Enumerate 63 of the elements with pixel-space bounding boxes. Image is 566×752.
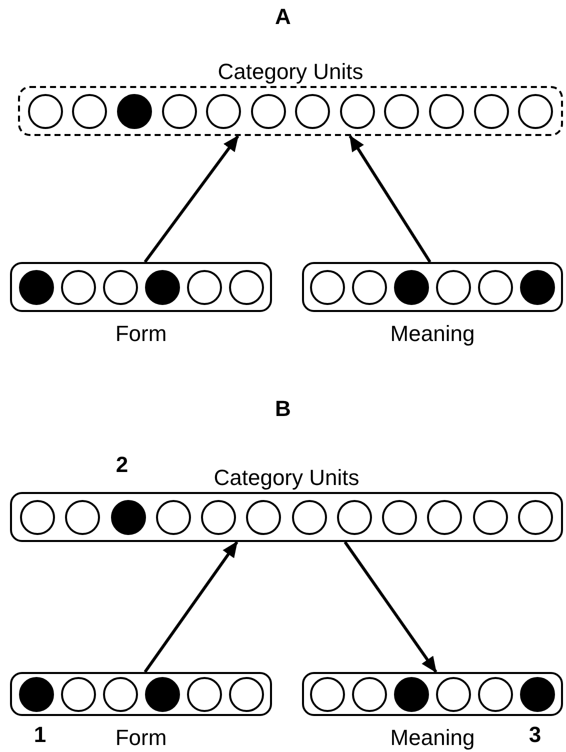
unit-circle <box>201 500 236 534</box>
unit-circle <box>295 94 330 128</box>
filled-unit-circle <box>520 270 555 304</box>
filled-unit-circle <box>18 676 54 712</box>
filled-unit-circle <box>394 676 430 712</box>
arrow <box>344 541 438 673</box>
unit-circle <box>20 500 56 534</box>
unit-circle <box>352 270 388 304</box>
unit-circle <box>518 94 554 128</box>
filled-unit-circle <box>520 676 555 712</box>
filled-unit-circle <box>144 270 180 304</box>
panel-label: A <box>275 4 291 30</box>
unit-circle <box>292 500 327 534</box>
unit-circle <box>250 94 286 128</box>
unit-circle <box>102 270 138 304</box>
unit-circle <box>340 94 375 128</box>
unit-circle <box>352 676 388 712</box>
callout-number: 2 <box>116 452 128 478</box>
unit-circle <box>472 500 508 534</box>
unit-circle <box>436 676 471 712</box>
unit-circle <box>72 94 108 128</box>
layer-label: Category Units <box>218 58 364 86</box>
arrow <box>144 541 238 673</box>
unit-circle <box>336 500 372 534</box>
unit-circle <box>474 94 509 128</box>
filled-unit-circle <box>110 500 146 534</box>
unit-circle <box>65 500 100 534</box>
filled-unit-circle <box>144 676 180 712</box>
callout-number: 3 <box>528 722 542 748</box>
unit-circle <box>60 270 96 304</box>
unit-circle <box>478 270 513 304</box>
unit-circle <box>310 676 346 712</box>
arrow <box>144 135 240 263</box>
panel-label: B <box>275 396 291 422</box>
unit-circle <box>518 500 553 534</box>
unit-circle <box>384 94 420 128</box>
unit-circle <box>228 270 264 304</box>
layer-label: Form <box>115 320 167 348</box>
unit-circle <box>436 270 471 304</box>
unit-circle <box>310 270 346 304</box>
layer-label: Meaning <box>390 724 475 752</box>
unit-circle <box>246 500 282 534</box>
unit-circle <box>60 676 96 712</box>
layer-label: Category Units <box>214 464 360 492</box>
layer-label: Form <box>115 724 167 752</box>
unit-circle <box>382 500 418 534</box>
unit-circle <box>428 94 464 128</box>
filled-unit-circle <box>116 94 152 128</box>
unit-circle <box>156 500 191 534</box>
unit-circle <box>478 676 513 712</box>
unit-circle <box>228 676 264 712</box>
unit-circle <box>427 500 462 534</box>
unit-circle <box>28 94 63 128</box>
unit-circle <box>206 94 242 128</box>
filled-unit-circle <box>394 270 430 304</box>
unit-circle <box>102 676 138 712</box>
unit-circle <box>186 270 222 304</box>
layer-label: Meaning <box>390 320 475 348</box>
unit-circle <box>162 94 197 128</box>
callout-number: 1 <box>34 722 46 748</box>
arrow <box>348 135 432 263</box>
filled-unit-circle <box>18 270 54 304</box>
unit-circle <box>186 676 222 712</box>
